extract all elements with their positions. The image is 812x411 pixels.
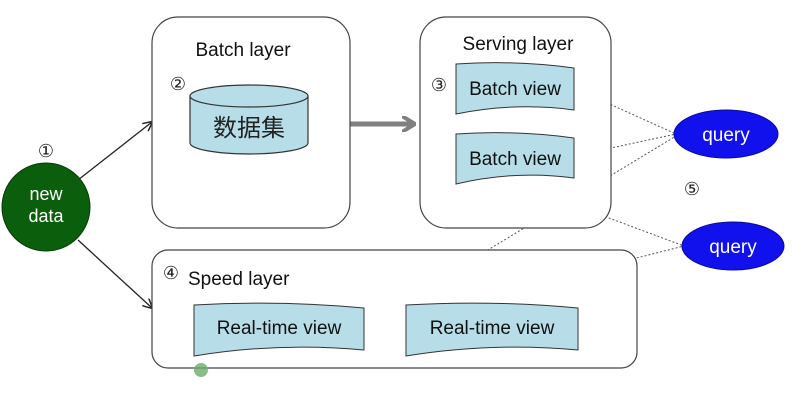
batch-layer: Batch layer ② 数据集 [151, 16, 351, 229]
step-4-marker: ④ [163, 263, 179, 284]
new-data-to-speed-arrow [77, 239, 152, 308]
queries: query ⑤ query [673, 109, 785, 271]
dataset-cylinder [189, 84, 309, 155]
new-data-label-line2: data [28, 206, 64, 226]
step-3-marker: ③ [431, 75, 447, 96]
step-1-marker: ① [38, 141, 54, 162]
step-2-marker: ② [170, 74, 186, 95]
serving-layer: Serving layer ③ Batch view Batch view [419, 16, 612, 229]
query-2-label: query [709, 237, 757, 258]
speed-layer-title: Speed layer [188, 269, 290, 290]
batch-view-2-shape [455, 132, 575, 185]
batch-layer-title: Batch layer [195, 40, 291, 61]
realtime-view-1-shape [193, 302, 365, 357]
query-2-ellipse [681, 221, 785, 271]
batch-view-1-shape [455, 62, 575, 115]
batch-view1-query1-link [573, 87, 677, 135]
new-data-circle [1, 162, 91, 252]
step-5-marker: ⑤ [684, 179, 700, 200]
serving-layer-title: Serving layer [463, 34, 575, 55]
batch-view-2-label: Batch view [469, 149, 561, 170]
speed-layer: ④ Speed layer Real-time view Real-time v… [151, 249, 638, 369]
query-1-ellipse [673, 109, 779, 159]
batch-view-1-label: Batch view [469, 79, 561, 100]
realtime-view-1-label: Real-time view [217, 318, 342, 339]
cursor-dot [194, 363, 208, 377]
new-data-label-line1: new [29, 184, 63, 204]
realtime-view-2-shape [405, 302, 579, 357]
new-data-to-batch-arrow [77, 122, 152, 181]
query-1-label: query [702, 125, 750, 146]
dataset-label: 数据集 [213, 114, 285, 142]
realtime-view-2-label: Real-time view [430, 318, 555, 339]
new-data-node: ① new data [1, 141, 91, 252]
